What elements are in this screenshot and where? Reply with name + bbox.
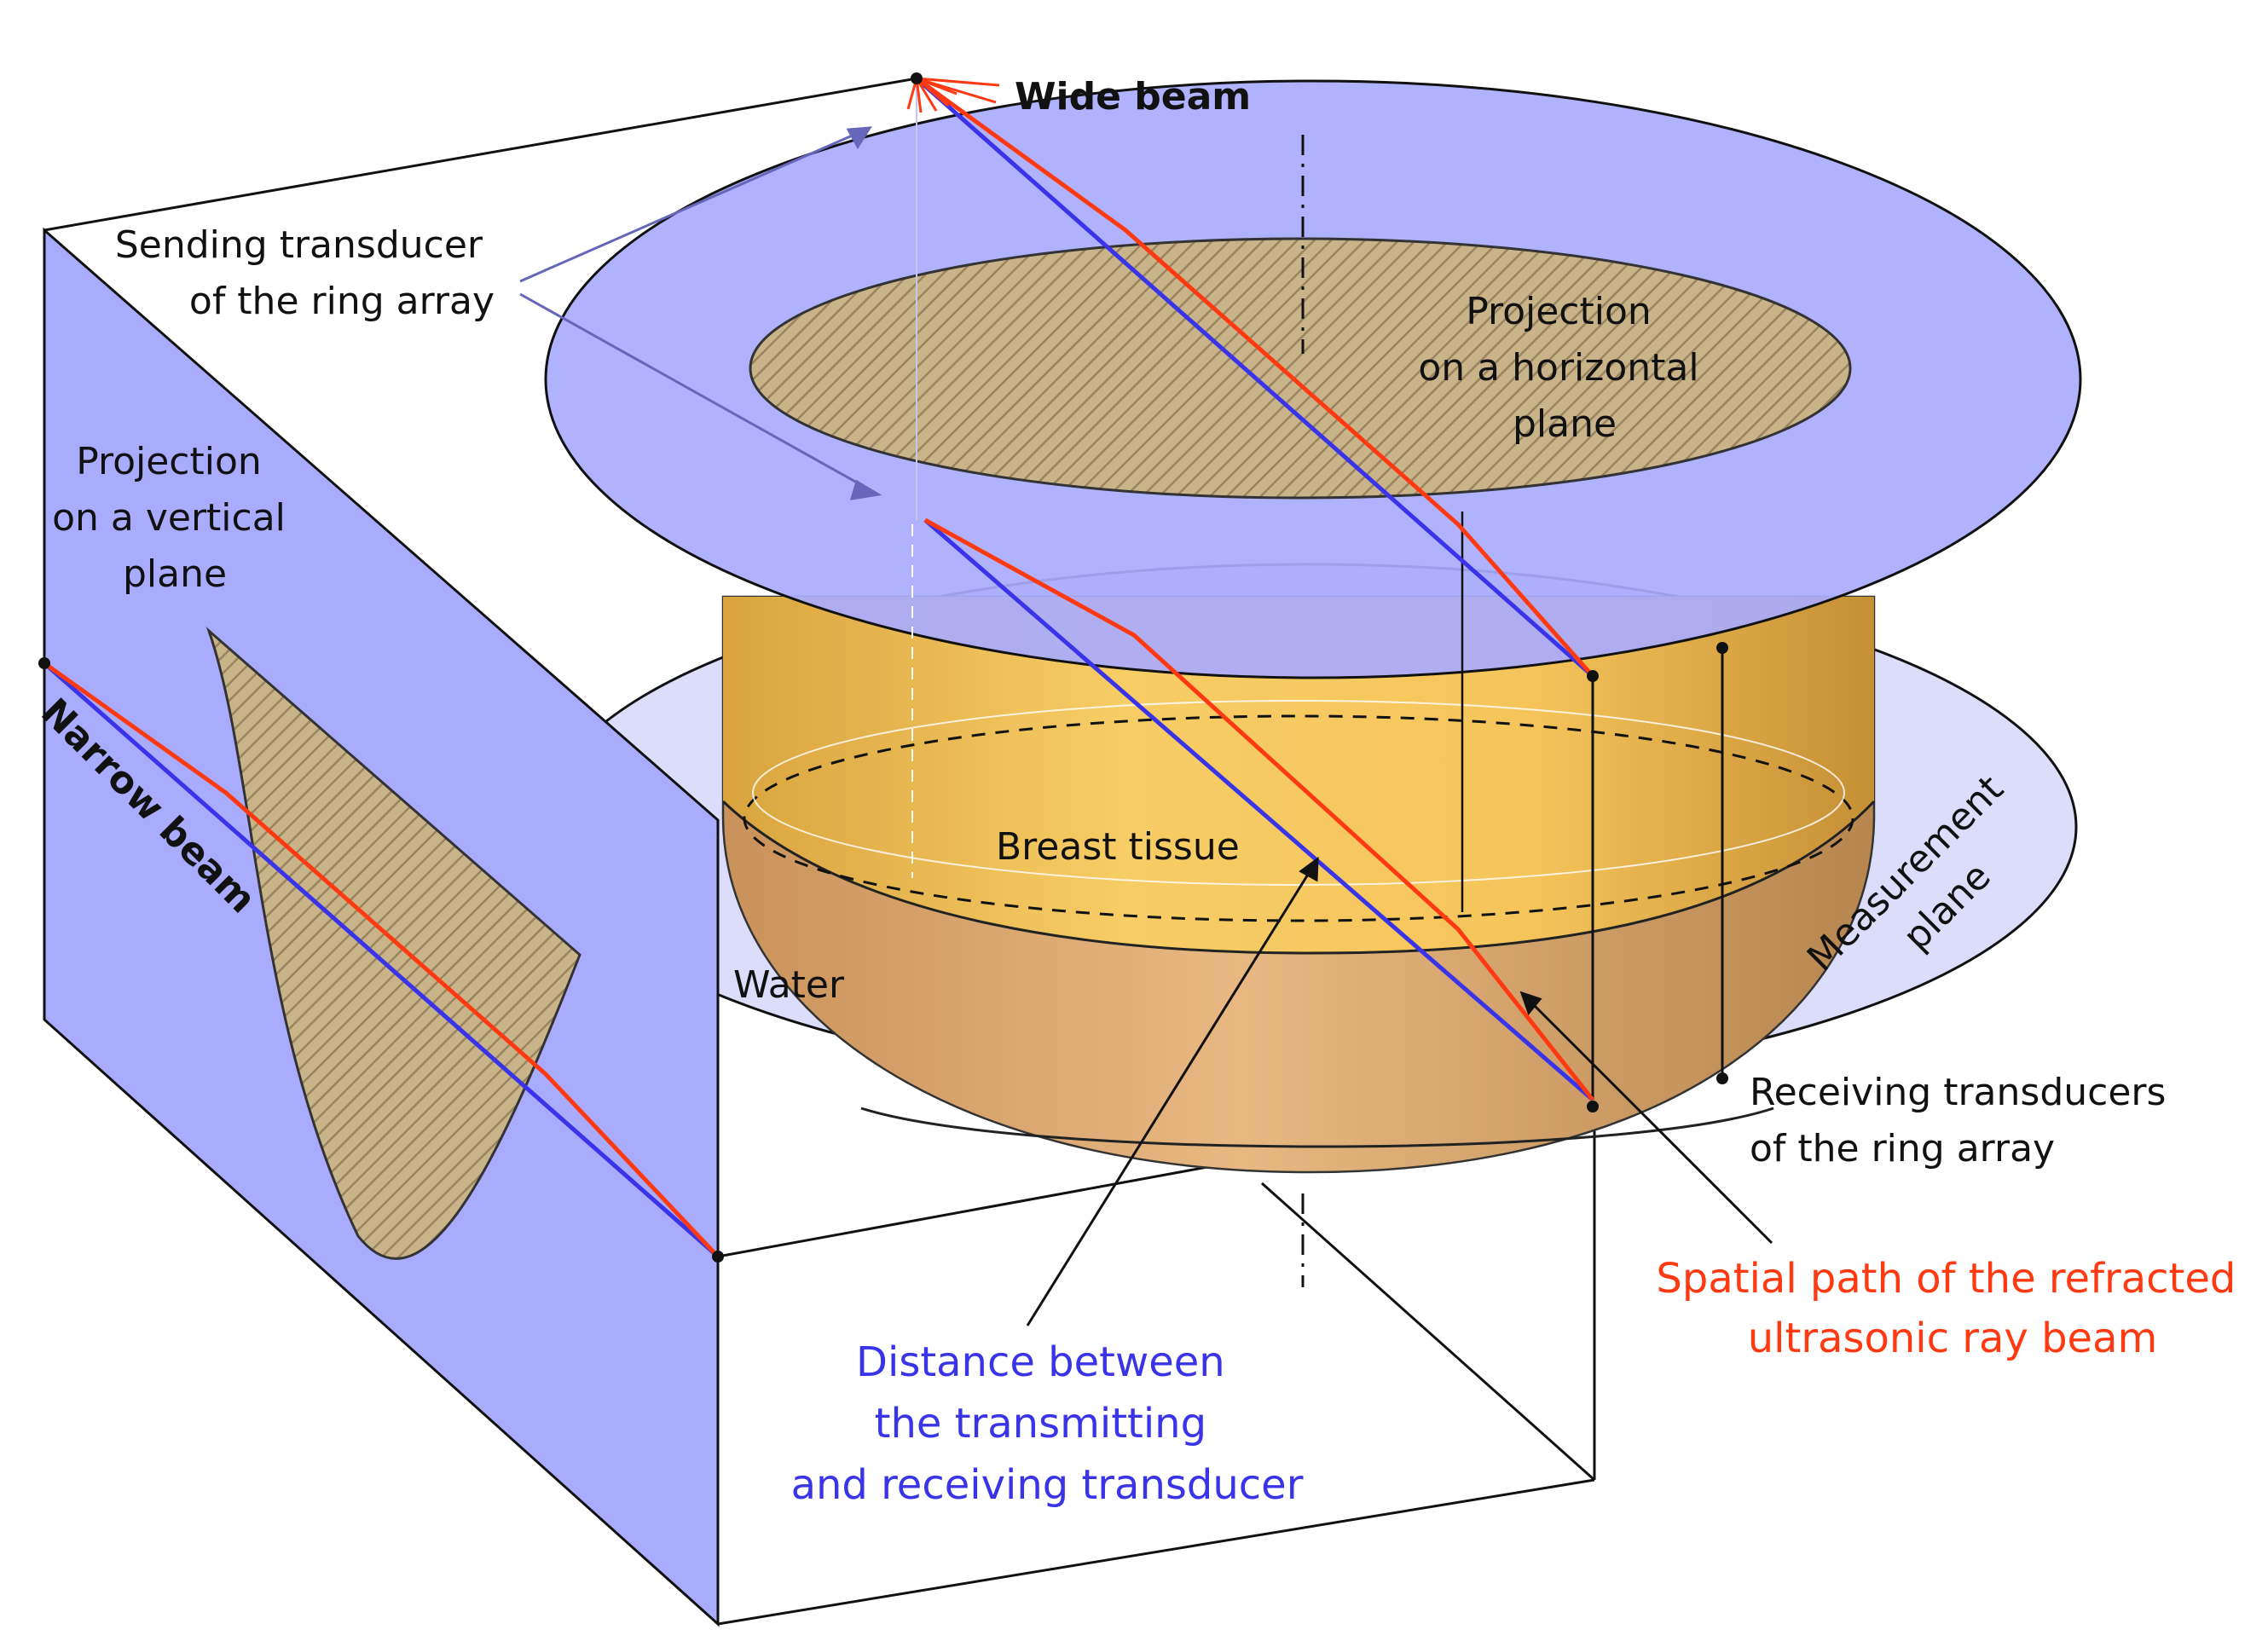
horizontal-projection-plane (544, 79, 2082, 679)
ray-paths (43, 76, 1594, 1258)
refracted-ray-side (43, 661, 720, 1258)
straight-ray-top (915, 77, 1594, 678)
sending-transducer-dot (911, 72, 923, 84)
horizontal-projection-label: Projection on a horizontal plane (1418, 290, 1710, 446)
wide-beam-fan (906, 77, 1000, 113)
water-label: Water (733, 963, 845, 1007)
refracted-path-label: Spatial path of the refracted ultrasonic… (1656, 1255, 2248, 1362)
straight-ray-side (43, 662, 720, 1258)
breast-tissue-label: Breast tissue (996, 825, 1240, 869)
transducer-dots (38, 72, 1728, 1263)
straight-ray-3d (923, 518, 1594, 1101)
distance-label: Distance between the transmitting and re… (791, 1338, 1304, 1509)
annotation-arrows (519, 126, 1773, 1326)
wide-beam-label: Wide beam (1015, 75, 1251, 118)
refracted-ray-3d (923, 517, 1594, 1101)
guide-lines (911, 78, 1724, 1287)
sending-transducer-label: Sending transducer of the ring array (115, 223, 495, 323)
receiving-transducer-dot (1587, 670, 1599, 682)
receiving-transducers-label: Receiving transducers of the ring array (1750, 1071, 2178, 1170)
refracted-ray-top (915, 76, 1594, 678)
vertical-projection-label: Projection on a vertical plane (52, 440, 298, 596)
breast-tissue-shape (721, 595, 1876, 1174)
